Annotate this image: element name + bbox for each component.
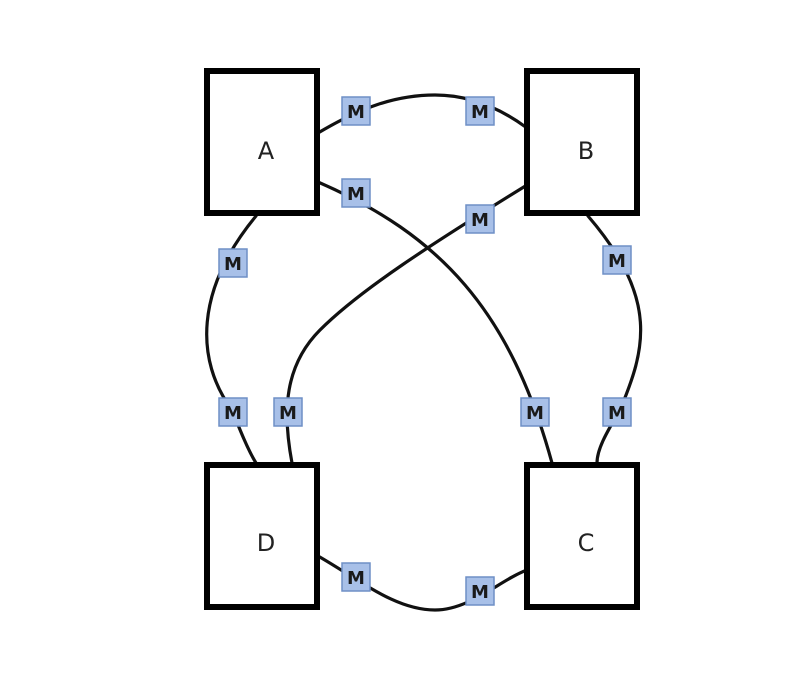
marker-label: M	[347, 568, 365, 589]
marker-bd-2: M	[273, 397, 303, 427]
node-a: A	[204, 68, 320, 216]
marker-label: M	[224, 403, 242, 424]
marker-label: M	[224, 254, 242, 275]
marker-bd-1: M	[465, 204, 495, 234]
node-b: B	[524, 68, 640, 216]
marker-label: M	[347, 102, 365, 123]
node-d: D	[204, 462, 320, 610]
marker-ad-2: M	[218, 397, 248, 427]
marker-label: M	[347, 184, 365, 205]
link-a-c	[316, 180, 554, 465]
marker-label: M	[471, 210, 489, 231]
marker-label: M	[279, 403, 297, 424]
marker-bc-1: M	[602, 245, 632, 275]
marker-ac-1: M	[341, 178, 371, 208]
marker-label: M	[608, 251, 626, 272]
marker-bc-2: M	[602, 397, 632, 427]
node-d-box	[204, 462, 320, 610]
node-a-label: A	[258, 137, 275, 165]
marker-ac-2: M	[520, 397, 550, 427]
marker-dc-1: M	[341, 562, 371, 592]
marker-label: M	[526, 403, 544, 424]
marker-ab-2: M	[465, 96, 495, 126]
node-d-label: D	[257, 529, 275, 557]
node-c-box	[524, 462, 640, 610]
node-a-box	[204, 68, 320, 216]
node-b-label: B	[578, 137, 594, 165]
marker-ad-1: M	[218, 248, 248, 278]
node-c-label: C	[578, 529, 595, 557]
marker-dc-2: M	[465, 576, 495, 606]
marker-label: M	[471, 102, 489, 123]
marker-label: M	[471, 582, 489, 603]
markers: M M M M M M M M	[218, 96, 632, 606]
marker-ab-1: M	[341, 96, 371, 126]
node-b-box	[524, 68, 640, 216]
node-c: C	[524, 462, 640, 610]
marker-label: M	[608, 403, 626, 424]
